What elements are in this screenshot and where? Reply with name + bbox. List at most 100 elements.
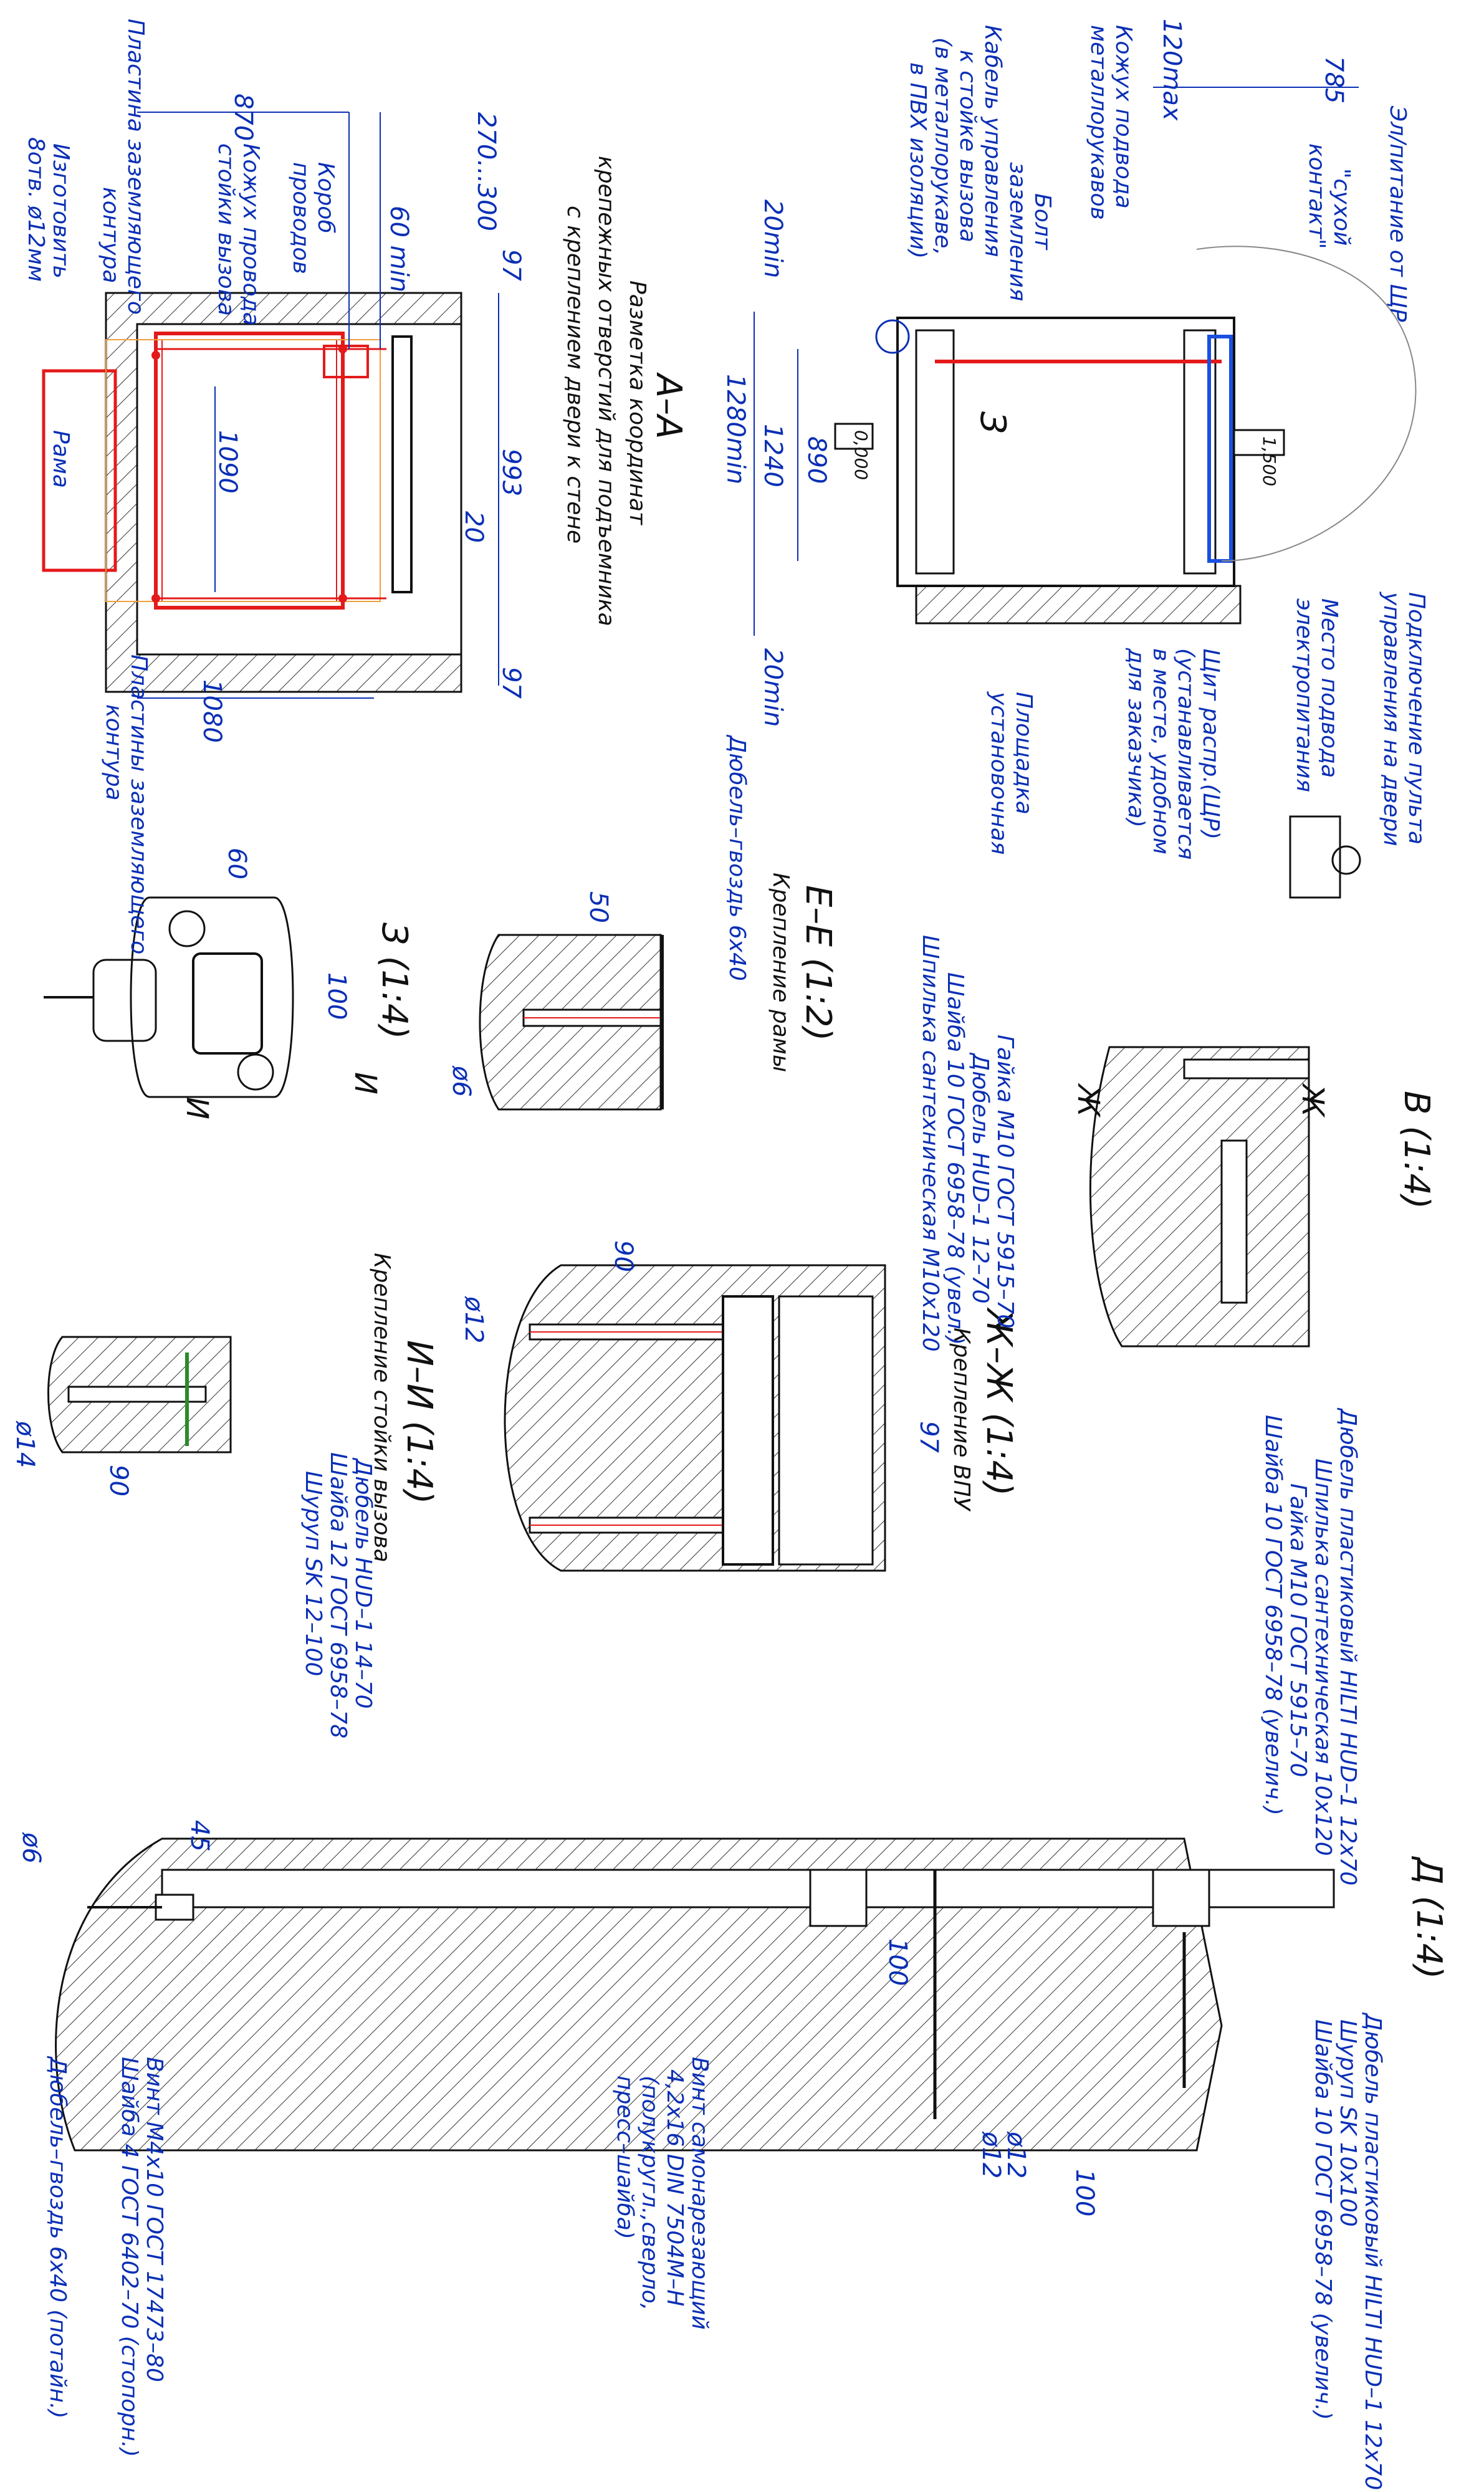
detail-z <box>44 896 294 1098</box>
dim-100b: 100 <box>883 1938 912 1986</box>
elev-wall-hatch <box>915 585 1242 625</box>
aa-door-plate <box>391 335 413 593</box>
aa-subtitle-2: крепежных отверстий для подъемника <box>593 156 619 626</box>
label-washer-10: Шайба 10 ГОСТ 6958–78 (увел.) <box>942 972 968 1345</box>
dim-50: 50 <box>584 891 613 923</box>
d-title: Д (1:4) <box>1409 1857 1449 1980</box>
dim-12c: ø12 <box>977 2132 1005 2179</box>
label-make: Изготовить <box>48 143 74 279</box>
dim-270: 270...300 <box>472 112 500 231</box>
label-screw-sk12: Шуруп SK 12–100 <box>300 1471 326 1677</box>
section-ii <box>47 1336 232 1453</box>
dim-1240: 1240 <box>759 424 787 487</box>
aa-title: A–A <box>648 374 689 439</box>
label-connect-remote-2: управления на двери <box>1379 592 1404 846</box>
ee-title: Е–Е (1:2) <box>798 885 838 1041</box>
dim-60min: 60 min <box>385 206 413 293</box>
label-control-cable-4: в ПВХ изоляции) <box>905 62 931 259</box>
label-panel-2: (устанавливается <box>1173 648 1199 860</box>
label-power-place: Место подвода <box>1316 598 1342 778</box>
aa-subtitle-3: с креплением двери к стене <box>562 206 588 544</box>
label-cover-hose: Кожух подвода <box>1111 25 1136 209</box>
section-zhzh <box>504 1264 886 1572</box>
label-washer-12: Шайба 12 ГОСТ 6958–78 <box>325 1452 351 1739</box>
aa-frame-red-inner <box>161 339 337 602</box>
ee-subtitle: Крепление рамы <box>768 873 793 1073</box>
label-make-2: 8отв. ø12мм <box>23 137 49 282</box>
dim-20: 20 <box>459 511 488 543</box>
z-title: З (1:4) <box>374 922 414 1040</box>
dim-6b: ø6 <box>17 1832 45 1864</box>
mark-i-left: И <box>180 1097 214 1119</box>
label-call-post-cover: Кожух провода <box>238 143 264 326</box>
zhzh-title: Ж–Ж (1:4) <box>979 1309 1019 1496</box>
dim-870: 870 <box>229 93 257 141</box>
label-frame: Рама <box>48 430 74 488</box>
label-panel-4: для заказчика) <box>1123 648 1149 828</box>
label-panel: Щит распр.(ЩР) <box>1198 648 1223 840</box>
dim-90a: 90 <box>609 1240 638 1272</box>
elevation-top <box>754 87 1417 899</box>
dim-97c: 97 <box>914 1421 943 1453</box>
aa-orange-area <box>105 339 381 602</box>
label-power-place-2: электропитания <box>1291 598 1317 793</box>
label-plates-ground: Пластины заземляющего <box>126 654 151 955</box>
dim-20min-b: 20min <box>759 648 787 727</box>
aa-ramp-red <box>42 369 117 572</box>
label-nut-m10: Гайка М10 ГОСТ 5915–70 <box>992 1035 1018 1329</box>
elev-door-blue <box>1207 335 1233 563</box>
label-stud: Шпилька сантехническая М10х120 <box>917 935 943 1352</box>
label-bolt-2: заземления <box>1005 162 1030 302</box>
label-self-screw-3: (полукругл.,сверло, <box>637 2076 663 2311</box>
label-dowel-nail: Дюбель–гвоздь 6х40 <box>724 735 750 981</box>
label-cover-hose-2: металлорукавов <box>1086 25 1111 220</box>
dim-993: 993 <box>497 449 525 497</box>
label-bolt: Болт <box>1030 193 1055 250</box>
label-dry-contact-2: контакт" <box>1304 143 1329 249</box>
dim-14: ø14 <box>11 1421 39 1468</box>
label-wire-box-2: проводов <box>288 162 314 274</box>
elev-bolt-ground <box>875 319 910 354</box>
dim-1080: 1080 <box>198 679 226 743</box>
callout-3: З <box>972 411 1013 434</box>
detail-d <box>55 1837 1335 2152</box>
label-plates-ground-2: контура <box>101 704 127 801</box>
label-platform: Площадка <box>1011 692 1036 815</box>
label-washer-4: Шайба 4 ГОСТ 6402–70 (стопорн.) <box>117 2057 142 2458</box>
dim-1280: 1280min <box>721 374 750 485</box>
mark-i-right: И <box>348 1072 383 1094</box>
dim-120max: 120max <box>1157 19 1186 121</box>
label-power: Эл/питание от ЩР <box>1385 106 1410 322</box>
section-aa <box>42 112 499 699</box>
label-d-nut: Гайка М10 ГОСТ 5915–70 <box>1285 1483 1311 1778</box>
mark-zh-left: Ж <box>1071 1085 1106 1117</box>
label-d-stud: Шпилька сантехническая 10х120 <box>1310 1458 1336 1856</box>
label-d-dowel: Дюбель пластиковый HILTI HUD–1 12х70 <box>1335 1409 1361 1886</box>
section-ee <box>479 934 664 1111</box>
dim-100c: 100 <box>1070 2169 1099 2217</box>
label-dry-contact: "сухой <box>1329 168 1354 246</box>
label-plate-ground: Пластина заземляющего <box>123 19 148 315</box>
label-vint-m4: Винт М4х10 ГОСТ 17473–80 <box>141 2057 167 2382</box>
label-control-cable-2: к стойке вызова <box>955 50 980 242</box>
dim-12b: ø12 <box>1002 2132 1030 2179</box>
label-self-screw: Винт самонарезающий <box>687 2057 712 2330</box>
label-call-post-cover-2: стойки вызова <box>213 143 239 316</box>
dim-1090: 1090 <box>213 430 242 494</box>
mark-zh-right: Ж <box>1295 1085 1330 1117</box>
label-plate-ground-2: контура <box>98 187 123 284</box>
label-dowel-hud: Дюбель HUD–1 12–70 <box>967 1053 993 1304</box>
ii-title: И–И (1:4) <box>399 1340 439 1505</box>
label-wire-box: Короб <box>313 162 338 234</box>
v-title: В (1:4) <box>1396 1091 1437 1210</box>
label-self-screw-2: 4,2х16 DIN 7504М–Н <box>662 2069 687 2307</box>
label-d2-dowel: Дюбель пластиковый HILTI HUD–1 12х70 <box>1360 2013 1386 2490</box>
dim-890: 890 <box>802 436 831 484</box>
aa-subtitle-1: Разметка координат <box>625 280 650 525</box>
dim-785: 785 <box>1319 56 1348 104</box>
label-d2-screw: Шуруп SK 10х100 <box>1335 2019 1361 2227</box>
dim-97a: 97 <box>497 249 525 281</box>
label-control-cable: Кабель управления <box>980 25 1005 257</box>
label-self-screw-4: пресс–шайба) <box>612 2076 638 2239</box>
zhzh-subtitle: Крепление ВПУ <box>949 1328 974 1511</box>
